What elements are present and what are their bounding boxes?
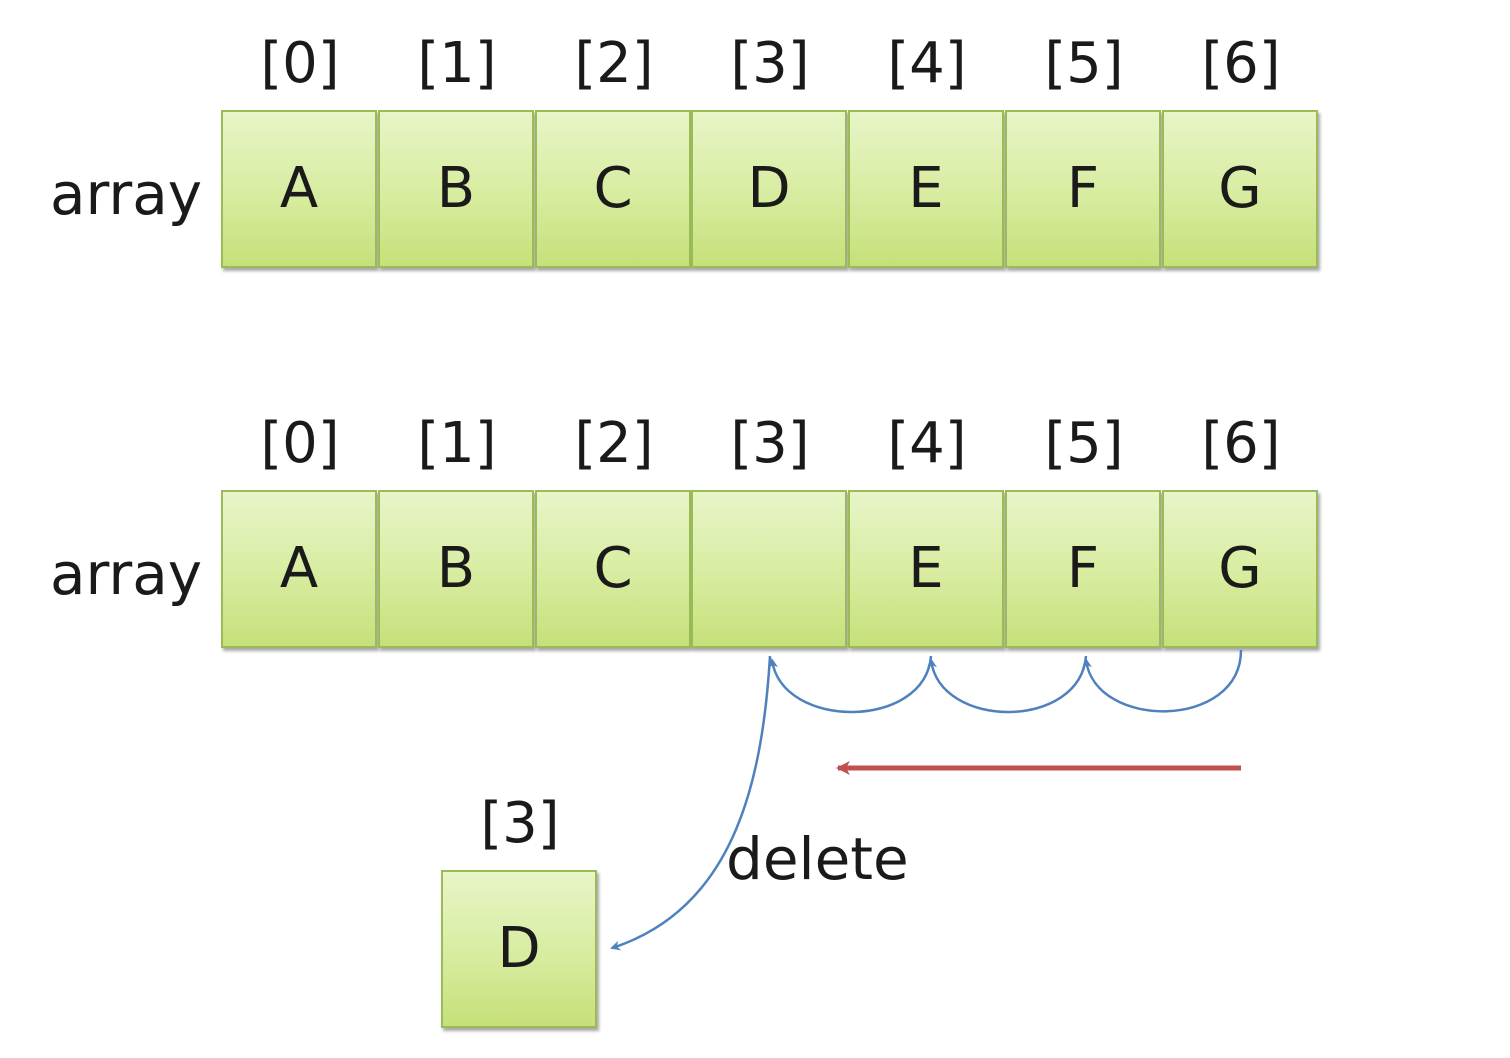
array-cell: G	[1162, 110, 1318, 268]
cell-value: C	[593, 156, 633, 221]
array-cell: C	[535, 110, 691, 268]
cell-value: G	[1218, 536, 1262, 601]
shift-arrow-g-to-5	[1082, 649, 1243, 713]
array-cell: E	[848, 110, 1004, 268]
cell-value: A	[279, 536, 319, 601]
array-cell-empty	[691, 490, 847, 648]
array-cell: A	[221, 110, 377, 268]
index-label-1: [1]	[417, 411, 497, 476]
array-cell: F	[1005, 110, 1161, 268]
removed-cell: D	[441, 870, 597, 1028]
array-cell: B	[378, 110, 534, 268]
array-cell: D	[691, 110, 847, 268]
index-label-0: [0]	[260, 31, 340, 96]
array-cell: B	[378, 490, 534, 648]
cell-value: B	[436, 156, 476, 221]
cell-value: D	[497, 916, 541, 981]
cell-value: E	[908, 536, 944, 601]
array-cell: C	[535, 490, 691, 648]
index-label-4: [4]	[887, 411, 967, 476]
index-label-3: [3]	[730, 411, 810, 476]
array-cell: F	[1005, 490, 1161, 648]
cell-value: F	[1066, 536, 1100, 601]
index-label-3: [3]	[730, 31, 810, 96]
cell-value: C	[593, 536, 633, 601]
array-cell: E	[848, 490, 1004, 648]
index-label-2: [2]	[574, 411, 654, 476]
index-label-5: [5]	[1044, 31, 1124, 96]
array-cell: G	[1162, 490, 1318, 648]
delete-arrow	[610, 655, 772, 951]
array-cell: A	[221, 490, 377, 648]
index-label-2: [2]	[574, 31, 654, 96]
delete-label: delete	[726, 825, 909, 893]
shift-arrow-e-to-3	[768, 655, 933, 714]
cell-value: G	[1218, 156, 1262, 221]
cell-value: F	[1066, 156, 1100, 221]
index-label-4: [4]	[887, 31, 967, 96]
array-label: array	[50, 540, 203, 608]
index-label-6: [6]	[1201, 411, 1281, 476]
index-label-1: [1]	[417, 31, 497, 96]
index-label-0: [0]	[260, 411, 340, 476]
cell-value: A	[279, 156, 319, 221]
cell-value: D	[747, 156, 791, 221]
cell-value: E	[908, 156, 944, 221]
index-label-5: [5]	[1044, 411, 1124, 476]
array-label: array	[50, 160, 203, 228]
index-label-6: [6]	[1201, 31, 1281, 96]
cell-value: B	[436, 536, 476, 601]
removed-index-label: [3]	[480, 791, 560, 856]
shift-arrow-f-to-4	[927, 655, 1088, 714]
